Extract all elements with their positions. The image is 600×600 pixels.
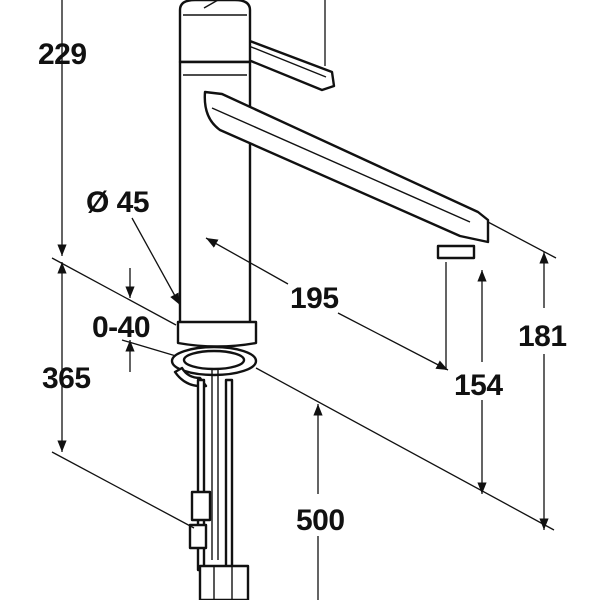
dimension-lines [51,0,557,600]
dim-label-195: 195 [290,282,339,315]
dim-label-229: 229 [38,38,87,71]
dim-label-154: 154 [454,369,503,402]
dim-label-500: 500 [296,504,345,537]
dim-label-365: 365 [42,362,91,395]
dim-label-diameter: Ø 45 [86,186,149,219]
dim-label-deck-thickness: 0-40 [92,311,150,344]
supply-hose-right [224,378,234,572]
base-ring [176,320,258,348]
dim-label-181: 181 [518,320,567,353]
spout-outlet [436,244,476,260]
top-cap [178,0,252,64]
faucet-illustration [170,0,490,600]
dimension-labels: 229 Ø 45 0-40 365 195 154 181 500 [38,38,567,537]
